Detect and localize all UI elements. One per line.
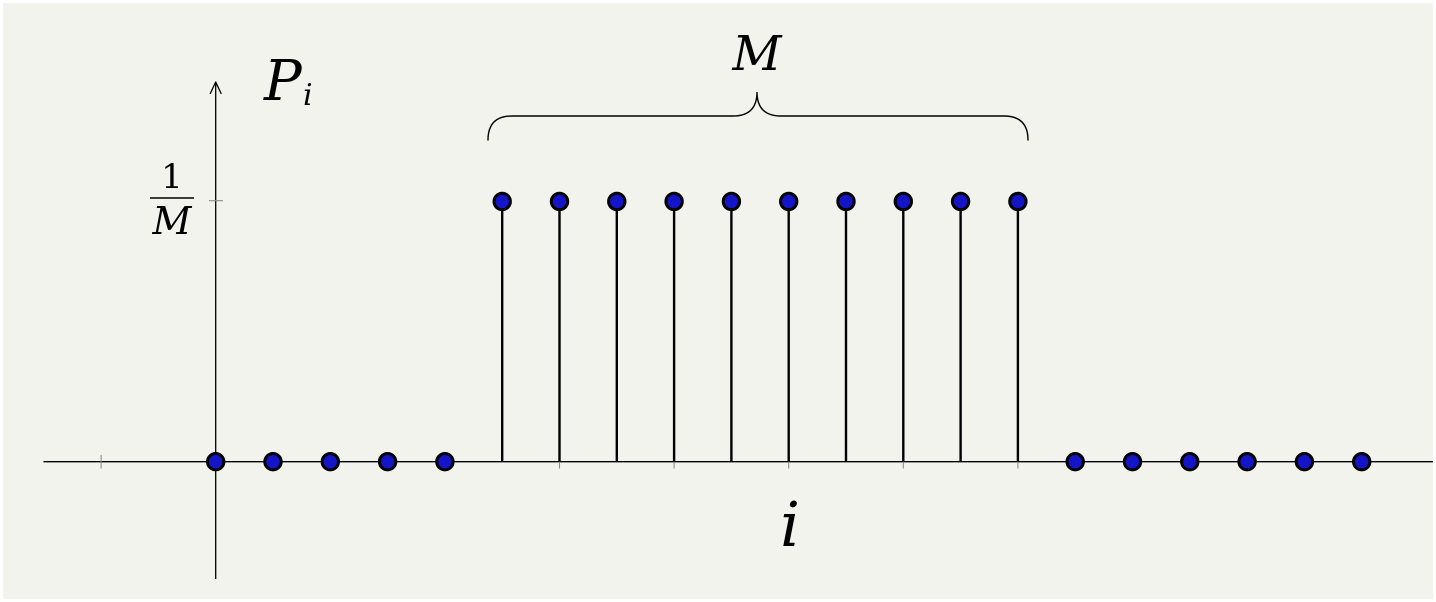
- data-point-dot: [664, 191, 684, 212]
- data-point-dot: [1352, 452, 1372, 472]
- y-axis-label-subscript: i: [303, 78, 313, 113]
- data-point-dot: [206, 452, 226, 472]
- data-point-dot: [1294, 452, 1315, 472]
- data-point-dot: [1065, 452, 1085, 472]
- data-point-dot: [1237, 452, 1257, 472]
- y-tick-label-numerator: 1: [161, 157, 183, 197]
- x-axis-label: i: [780, 488, 800, 561]
- data-point-dot: [893, 191, 913, 212]
- y-tick-label-denominator: M: [152, 199, 193, 243]
- data-point-dot: [1122, 452, 1143, 472]
- data-point-dot: [1180, 452, 1200, 472]
- data-point-dot: [492, 191, 512, 212]
- data-point-dot: [549, 191, 570, 212]
- data-point-dot: [607, 191, 627, 212]
- data-point-dot: [950, 191, 971, 212]
- data-point-dot: [1008, 191, 1028, 212]
- data-point-dot: [435, 452, 455, 472]
- y-axis-label: P: [263, 49, 303, 114]
- brace: [487, 91, 1029, 141]
- stems-layer: [501, 201, 1020, 462]
- data-point-dot: [779, 191, 799, 212]
- data-point-dot: [836, 191, 856, 212]
- data-point-dot: [320, 452, 340, 472]
- data-point-dot: [263, 452, 283, 472]
- data-point-dot: [377, 452, 398, 472]
- y-axis-arrowhead-icon: [209, 81, 222, 95]
- figure-background: [3, 3, 1433, 599]
- data-point-dot: [721, 191, 742, 212]
- dots-layer: [206, 191, 1372, 472]
- brace-label: M: [731, 26, 783, 82]
